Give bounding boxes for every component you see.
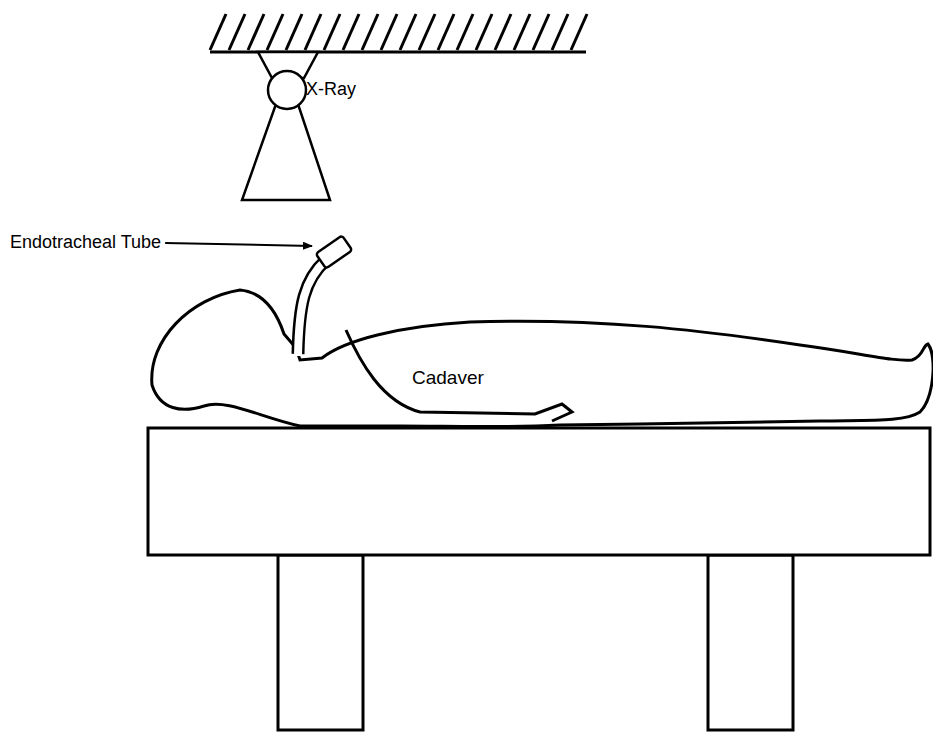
table: [148, 428, 930, 730]
endotracheal-tube: [298, 235, 352, 356]
xray-label: X-Ray: [306, 80, 356, 100]
cadaver-outline: [152, 290, 933, 427]
xray-tube: [242, 52, 330, 200]
leader-arrow: [165, 243, 312, 246]
cadaver-label: Cadaver: [412, 368, 484, 389]
ceiling-hatching: [210, 14, 587, 50]
tube-label: Endotracheal Tube: [10, 233, 161, 253]
cadaver-arm: [346, 330, 572, 421]
